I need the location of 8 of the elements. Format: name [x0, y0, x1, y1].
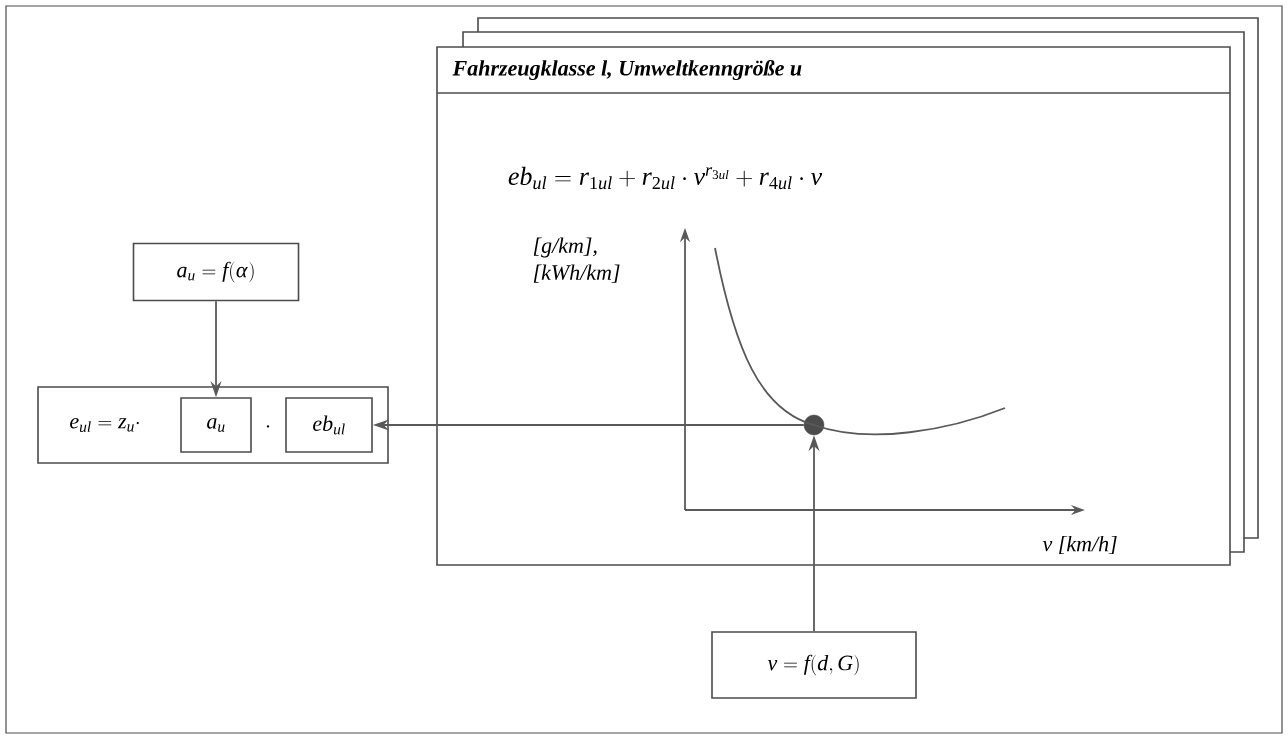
- curve-point: [803, 414, 825, 436]
- formula-box: $eb_{ul}$: [285, 397, 373, 453]
- formula-box: $a_u = f(\alpha)$: [132, 242, 300, 302]
- formula: $eb_{ul} = r_{1ul} + r_{2ul} \cdot v^{r_{3ul}} + r_{4ul} \cdot v$: [508, 166, 823, 190]
- formula-box: $v = f(d, G)$: [711, 631, 917, 699]
- formula-box: $a_u$: [180, 397, 252, 453]
- axis-label: [g/km], [kWh/km]: [533, 237, 620, 283]
- axis-label: v [km/h]: [1042, 535, 1117, 555]
